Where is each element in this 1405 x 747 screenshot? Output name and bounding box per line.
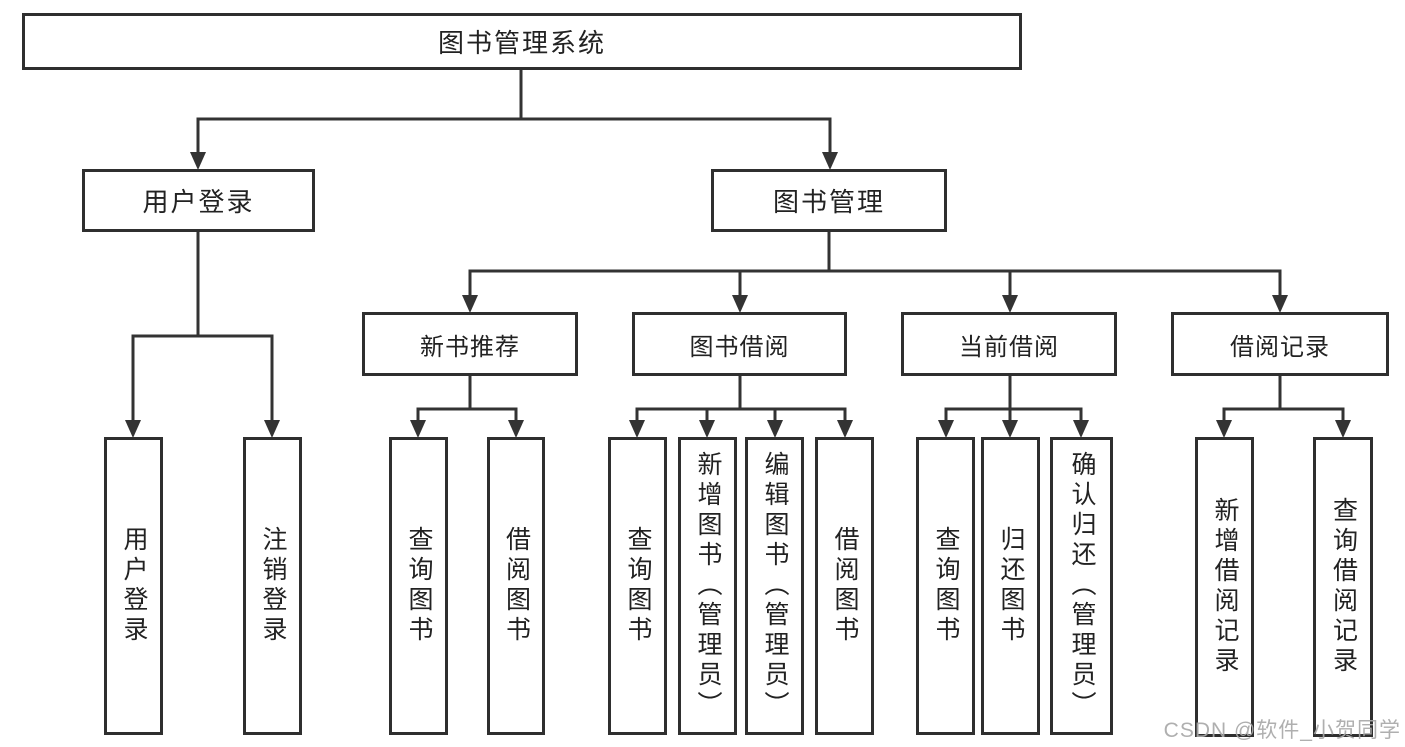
leaf-logout: 注销登录 (243, 437, 302, 735)
node-borrow-records-label: 借阅记录 (1230, 333, 1330, 361)
leaf-query-book-3: 查询图书 (916, 437, 975, 735)
leaf-add-borrow-record-label: 新增借阅记录 (1211, 497, 1239, 677)
connector-current-borrow-to-leaves (938, 374, 1089, 438)
leaf-return-book: 归还图书 (981, 437, 1040, 735)
leaf-query-book-2: 查询图书 (608, 437, 667, 735)
leaf-confirm-return-admin: 确认归还（管理员） (1050, 437, 1113, 735)
node-book-borrow: 图书借阅 (632, 312, 847, 376)
leaf-edit-book-admin-label: 编辑图书（管理员） (761, 451, 789, 721)
leaf-user-login: 用户登录 (104, 437, 163, 735)
node-root: 图书管理系统 (22, 13, 1022, 70)
leaf-borrow-book-1: 借阅图书 (487, 437, 545, 735)
node-book-management: 图书管理 (711, 169, 947, 232)
node-new-book-recommend-label: 新书推荐 (420, 333, 520, 361)
leaf-query-book-1: 查询图书 (389, 437, 448, 735)
node-book-borrow-label: 图书借阅 (689, 333, 790, 361)
node-user-login: 用户登录 (82, 169, 315, 232)
leaf-query-borrow-record-label: 查询借阅记录 (1329, 497, 1358, 677)
connector-book-borrow-to-leaves (629, 374, 853, 438)
node-current-borrow: 当前借阅 (901, 312, 1117, 376)
leaf-add-book-admin-label: 新增图书（管理员） (694, 451, 722, 721)
node-book-management-label: 图书管理 (772, 187, 885, 217)
csdn-watermark: CSDN @软件_小贺同学 (1163, 719, 1401, 742)
connector-new-book-recommend-to-leaves (410, 374, 524, 438)
connector-user-login-to-leaves (125, 230, 280, 438)
leaf-user-login-label: 用户登录 (120, 526, 148, 646)
node-current-borrow-label: 当前借阅 (959, 333, 1059, 361)
leaf-query-book-2-label: 查询图书 (624, 526, 652, 646)
leaf-return-book-label: 归还图书 (997, 526, 1025, 646)
node-borrow-records: 借阅记录 (1171, 312, 1389, 376)
leaf-borrow-book-1-label: 借阅图书 (502, 526, 531, 646)
connector-borrow-records-to-leaves (1216, 374, 1351, 438)
leaf-query-borrow-record: 查询借阅记录 (1313, 437, 1373, 737)
leaf-edit-book-admin: 编辑图书（管理员） (745, 437, 804, 735)
leaf-confirm-return-admin-label: 确认归还（管理员） (1068, 451, 1096, 721)
node-root-label: 图书管理系统 (437, 28, 606, 58)
connector-book-management-to-level3 (462, 230, 1288, 313)
leaf-logout-label: 注销登录 (259, 526, 287, 646)
connector-root-to-level2 (190, 68, 838, 170)
leaf-query-book-3-label: 查询图书 (932, 526, 960, 646)
leaf-add-book-admin: 新增图书（管理员） (678, 437, 737, 735)
leaf-borrow-book-2-label: 借阅图书 (831, 526, 859, 646)
leaf-borrow-book-2: 借阅图书 (815, 437, 874, 735)
node-new-book-recommend: 新书推荐 (362, 312, 578, 376)
node-user-login-label: 用户登录 (142, 187, 255, 217)
leaf-add-borrow-record: 新增借阅记录 (1195, 437, 1254, 737)
leaf-query-book-1-label: 查询图书 (405, 526, 433, 646)
